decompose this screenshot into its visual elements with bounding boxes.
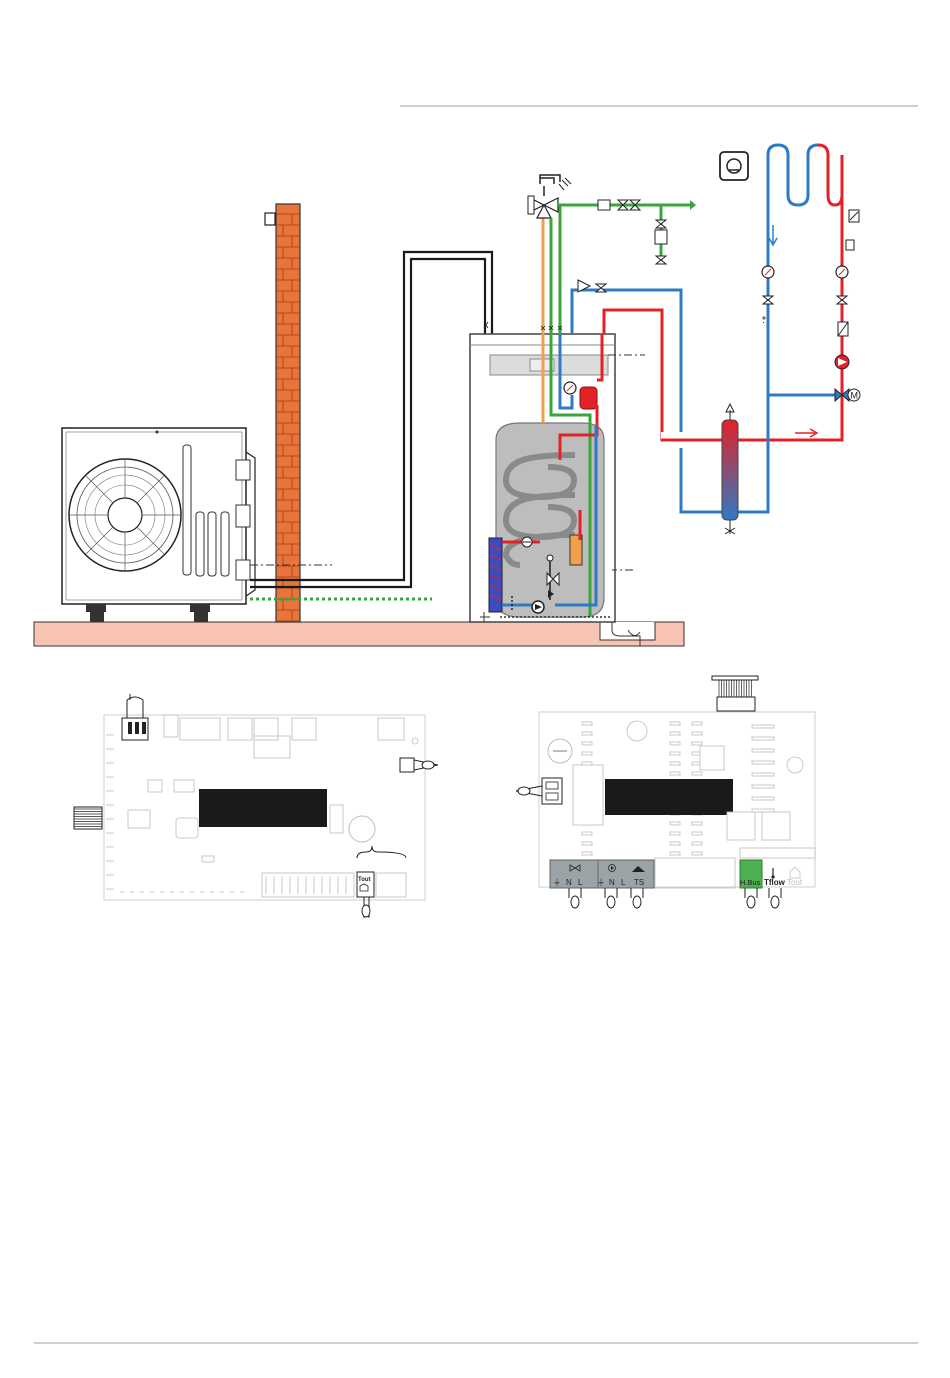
ribbon-connector-left [74,807,102,829]
ground-strip [34,622,684,646]
indoor-unit [470,334,645,622]
outdoor-unit [62,428,255,622]
tap-icon [540,175,560,184]
brick-wall [265,204,300,622]
terminal-label-n1: N [566,878,572,887]
expansion-vessel [580,387,597,409]
black-cover [199,789,327,827]
terminal-label-hbus: H.Bus [740,878,761,887]
interface-pcb-right: ⏚ N L ⏚ N L TS H.Bus Tflow Tout [516,676,815,908]
drain-pit [600,622,655,640]
terminal-label-ts: TS [634,878,644,887]
terminal-label-n2: N [609,878,615,887]
terminal-block-pump [598,860,654,888]
main-pcb-left: Tout [74,694,438,918]
svg-text:⏚: ⏚ [553,878,561,887]
hydraulic-separator [722,420,738,520]
terminal-label-tflow: Tflow [764,878,786,887]
terminal-label-l1: L [578,878,583,887]
black-cover-right [605,779,733,815]
terminal-label-l2: L [621,878,626,887]
svg-text:⏚: ⏚ [597,878,605,887]
safety-valve-icon [655,230,667,244]
outdoor-temperature-sensor [265,213,275,225]
terminal-label-tout-right: Tout [787,878,803,887]
ribbon-connector-top [712,676,758,711]
svg-text:M: M [851,391,859,401]
terminal-label-tout-left: Tout [358,877,371,883]
